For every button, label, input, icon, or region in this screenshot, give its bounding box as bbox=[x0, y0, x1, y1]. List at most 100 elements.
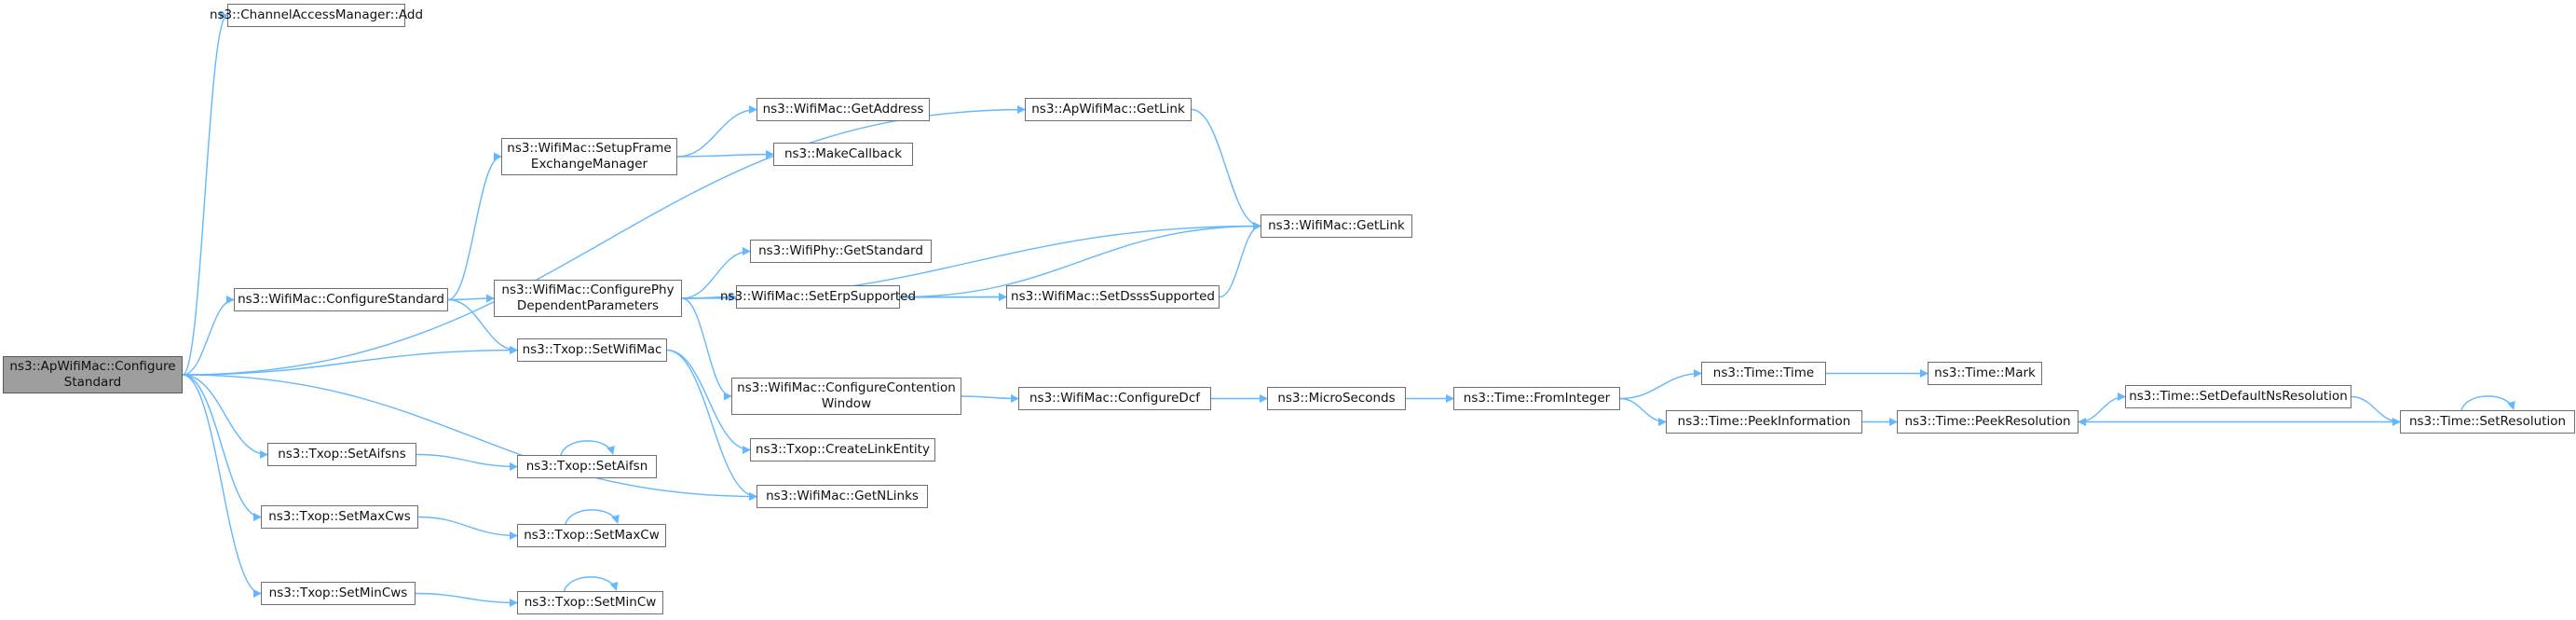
call-edge-n4-n5 bbox=[447, 298, 518, 354]
graph-node-n27[interactable]: ns3::Time::PeekInformation bbox=[1666, 410, 1862, 434]
graph-node-label: ns3::ChannelAccessManager::Add bbox=[209, 7, 424, 22]
graph-node-n6[interactable]: ns3::WifiMac::GetNLinks bbox=[756, 485, 928, 508]
graph-node-n31[interactable]: ns3::Time::SetResolution bbox=[2400, 410, 2575, 434]
call-edge-n4-n14 bbox=[447, 152, 502, 301]
call-edge-n1-n9 bbox=[182, 374, 262, 521]
call-edge-n25-n26 bbox=[1619, 369, 1702, 400]
graph-node-label: ns3::Time::PeekInformation bbox=[1677, 414, 1851, 429]
graph-node-label: ns3::Txop::SetWifiMac bbox=[522, 342, 662, 357]
graph-node-n11[interactable]: ns3::Txop::SetMinCws bbox=[261, 582, 416, 605]
graph-node-label: ns3::Time::FromInteger bbox=[1463, 391, 1611, 406]
call-edge-n14-n17 bbox=[676, 150, 774, 159]
graph-node-label: ns3::Txop::SetAifsn bbox=[525, 459, 648, 474]
graph-node-label: ns3::Time::PeekResolution bbox=[1904, 414, 2071, 429]
graph-node-n28[interactable]: ns3::Time::Mark bbox=[1928, 362, 2042, 385]
call-edge-n14-n16 bbox=[676, 105, 757, 158]
call-edge-n15-n21 bbox=[681, 247, 751, 299]
graph-node-label: Standard bbox=[63, 375, 122, 390]
graph-node-n17[interactable]: ns3::MakeCallback bbox=[773, 143, 913, 166]
call-edge-n29-n30 bbox=[2078, 393, 2126, 423]
graph-node-n18[interactable]: ns3::WifiMac::SetDsssSupported bbox=[1006, 285, 1220, 309]
graph-node-label: ns3::WifiMac::ConfigurePhy bbox=[501, 282, 675, 297]
graph-node-n8[interactable]: ns3::Txop::SetAifsn bbox=[517, 455, 657, 478]
call-edge-n11-n12 bbox=[415, 592, 518, 607]
graph-node-label: ns3::MicroSeconds bbox=[1277, 391, 1396, 406]
graph-node-n22[interactable]: ns3::Txop::CreateLinkEntity bbox=[750, 438, 935, 462]
graph-node-label: ns3::WifiMac::GetAddress bbox=[762, 102, 924, 117]
graph-node-label: ns3::Time::SetDefaultNsResolution bbox=[2129, 389, 2348, 404]
graph-node-label: ns3::ApWifiMac::Configure bbox=[9, 359, 176, 374]
graph-node-n4[interactable]: ns3::WifiMac::ConfigureStandard bbox=[234, 288, 448, 311]
graph-node-label: ns3::Time::Mark bbox=[1934, 365, 2036, 380]
graph-node-n5[interactable]: ns3::Txop::SetWifiMac bbox=[517, 338, 667, 362]
graph-node-label: ns3::Txop::SetMinCw bbox=[524, 595, 657, 610]
graph-node-label: ns3::Txop::CreateLinkEntity bbox=[756, 442, 930, 457]
call-edge-n1-n7 bbox=[182, 374, 268, 459]
call-edge-n9-n10 bbox=[417, 516, 518, 540]
call-edge-n18-n13 bbox=[1219, 222, 1261, 298]
graph-node-label: ns3::Txop::SetMaxCw bbox=[524, 528, 660, 543]
graph-node-n26[interactable]: ns3::Time::Time bbox=[1701, 362, 1826, 385]
graph-node-label: ns3::Txop::SetAifsns bbox=[278, 447, 406, 462]
graph-node-label: ns3::WifiPhy::GetStandard bbox=[758, 243, 923, 258]
graph-node-label: ns3::Txop::SetMinCws bbox=[268, 586, 408, 600]
call-edge-n20-n13 bbox=[899, 222, 1261, 298]
graph-node-n23[interactable]: ns3::WifiMac::ConfigureDcf bbox=[1018, 387, 1211, 410]
call-edge-n5-n22 bbox=[666, 349, 751, 454]
call-edge-n10-n10 bbox=[565, 509, 620, 525]
call-edge-n31-n31 bbox=[2460, 395, 2515, 411]
graph-node-label: ns3::Time::Time bbox=[1712, 365, 1815, 380]
graph-node-n30[interactable]: ns3::Time::SetDefaultNsResolution bbox=[2125, 385, 2351, 408]
call-edge-n4-n15 bbox=[447, 294, 495, 303]
call-edge-n7-n8 bbox=[416, 453, 518, 471]
call-edge-n19-n23 bbox=[961, 393, 1019, 403]
graph-node-n20[interactable]: ns3::WifiMac::SetErpSupported bbox=[720, 285, 916, 309]
graph-node-n12[interactable]: ns3::Txop::SetMinCw bbox=[517, 591, 663, 614]
call-edge-n25-n27 bbox=[1619, 397, 1667, 426]
call-edge-n1-n2 bbox=[182, 11, 228, 376]
graph-node-label: ns3::WifiMac::GetNLinks bbox=[766, 489, 919, 503]
graph-node-n13[interactable]: ns3::WifiMac::GetLink bbox=[1261, 214, 1412, 238]
call-edge-n5-n6 bbox=[666, 349, 757, 501]
graph-node-label: DependentParameters bbox=[516, 298, 660, 313]
graph-node-label: ns3::Time::SetResolution bbox=[2408, 414, 2567, 429]
graph-node-n16[interactable]: ns3::WifiMac::GetAddress bbox=[756, 98, 930, 121]
graph-node-label: ns3::Txop::SetMaxCws bbox=[268, 509, 411, 524]
call-edge-n12-n12 bbox=[563, 576, 619, 592]
graph-node-label: Window bbox=[821, 396, 872, 411]
call-edge-n15-n19 bbox=[681, 297, 732, 401]
graph-node-n29[interactable]: ns3::Time::PeekResolution bbox=[1897, 410, 2079, 434]
graph-node-label: ns3::WifiMac::SetupFrame bbox=[507, 141, 672, 156]
graph-node-n3[interactable]: ns3::ApWifiMac::GetLink bbox=[1025, 98, 1192, 121]
graph-node-label: ns3::WifiMac::ConfigureDcf bbox=[1029, 391, 1201, 406]
call-edge-n1-n11 bbox=[182, 374, 262, 598]
graph-node-label: ns3::WifiMac::GetLink bbox=[1268, 218, 1405, 233]
call-edge-n8-n8 bbox=[560, 440, 615, 456]
graph-node-n24[interactable]: ns3::MicroSeconds bbox=[1267, 387, 1406, 410]
graph-node-n7[interactable]: ns3::Txop::SetAifsns bbox=[267, 443, 416, 466]
call-edge-n3-n13 bbox=[1191, 108, 1261, 230]
graph-node-n9[interactable]: ns3::Txop::SetMaxCws bbox=[261, 505, 418, 529]
graph-node-n25[interactable]: ns3::Time::FromInteger bbox=[1453, 387, 1620, 410]
graph-node-n10[interactable]: ns3::Txop::SetMaxCw bbox=[517, 524, 666, 547]
graph-node-label: ns3::MakeCallback bbox=[784, 146, 903, 161]
call-edge-n1-n5 bbox=[182, 346, 518, 376]
graph-node-label: ns3::ApWifiMac::GetLink bbox=[1031, 102, 1185, 117]
graph-node-label: ns3::WifiMac::SetDsssSupported bbox=[1011, 289, 1215, 304]
call-edge-n30-n31 bbox=[2351, 395, 2401, 426]
graph-node-n2[interactable]: ns3::ChannelAccessManager::Add bbox=[210, 4, 423, 27]
graph-node-label: ns3::WifiMac::ConfigureStandard bbox=[238, 292, 444, 307]
graph-node-label: ExchangeManager bbox=[530, 157, 648, 172]
call-edge-n1-n4 bbox=[182, 296, 235, 376]
call-edge-n1-n6 bbox=[182, 374, 757, 501]
graph-node-n21[interactable]: ns3::WifiPhy::GetStandard bbox=[750, 240, 932, 263]
call-edge-n1-n3 bbox=[182, 105, 1026, 376]
graph-node-label: ns3::WifiMac::ConfigureContention bbox=[737, 380, 956, 395]
graph-node-label: ns3::WifiMac::SetErpSupported bbox=[719, 289, 917, 304]
